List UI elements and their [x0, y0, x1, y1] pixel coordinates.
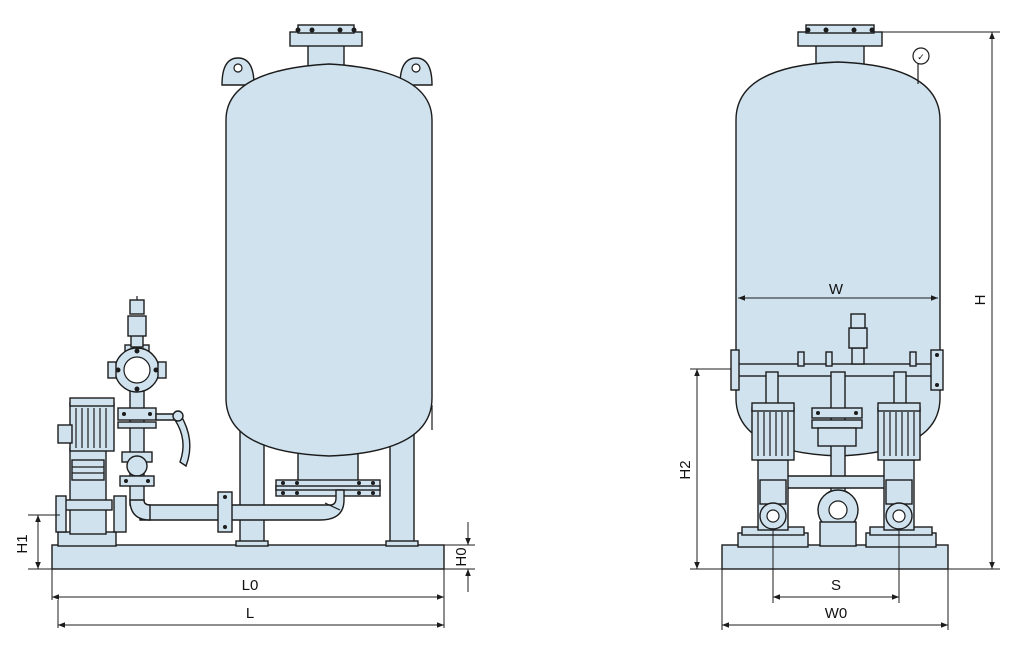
dim-label-w0: W0: [825, 605, 848, 622]
front-vertical-discharge-pipe: [107, 296, 191, 521]
front-view: [51, 24, 445, 570]
dim-label-h2: H2: [677, 460, 694, 479]
front-tank-legs: [235, 429, 419, 547]
side-manifold: [730, 313, 944, 391]
dim-label-l: L: [246, 605, 254, 622]
dim-label-l0: L0: [242, 577, 259, 594]
gauge-mark: ✓: [917, 52, 925, 62]
front-pressure-tank: [221, 24, 433, 457]
front-dimensions: H1 H0 L0 L: [14, 514, 475, 628]
side-base-skid: [721, 544, 949, 570]
front-suction-pipe: [139, 489, 345, 533]
side-view: ✓: [721, 24, 949, 570]
pressure-gauge-icon: [912, 47, 930, 65]
dim-label-h0: H0: [453, 547, 470, 566]
front-tank-outlet-flange: [275, 479, 381, 497]
dim-label-s: S: [831, 577, 841, 594]
dim-label-h1: H1: [14, 534, 31, 553]
side-pump-right: [865, 402, 937, 548]
dim-label-w: W: [829, 281, 844, 298]
front-pump: [55, 397, 127, 547]
side-pressure-tank: ✓: [735, 24, 941, 457]
side-dimensions: W H H2 S W0: [677, 31, 1000, 630]
dim-label-h: H: [972, 295, 989, 306]
side-pipes: [765, 371, 907, 547]
front-base-skid: [51, 544, 445, 570]
